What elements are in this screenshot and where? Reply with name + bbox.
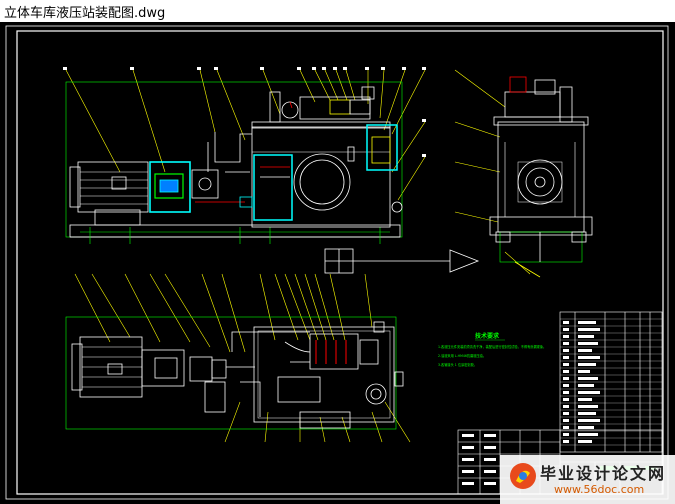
front-view <box>63 67 426 244</box>
note-line-1: 1.各液压元件安装前须清洗干净，装配后进行密封性试验，不得有渗漏现象。 <box>438 344 546 349</box>
parts-list <box>559 311 663 453</box>
projection-arrow <box>324 248 480 274</box>
watermark-logo-icon <box>510 463 536 489</box>
note-line-2: 2.油液采用 L-HM46抗磨液压油。 <box>438 353 486 358</box>
note-line-3: 3.各管接头 1 位涂密封胶。 <box>438 362 477 367</box>
cad-drawing: 技术要求 1.各液压元件安装前须清洗干净，装配后进行密封性试验，不得有渗漏现象。… <box>5 25 669 500</box>
watermark-text: 毕业设计论文网 <box>540 464 667 483</box>
technical-notes: 技术要求 1.各液压元件安装前须清洗干净，装配后进行密封性试验，不得有渗漏现象。… <box>438 332 546 367</box>
site-watermark: 毕业设计论文网 www.56doc.com <box>500 455 675 504</box>
window-title: 立体车库液压站装配图.dwg <box>4 6 166 21</box>
front-leaders <box>65 69 426 201</box>
front-balloons <box>63 67 426 157</box>
title-bar: 立体车库液压站装配图.dwg <box>0 0 675 23</box>
side-view <box>454 69 593 278</box>
watermark-url: www.56doc.com <box>554 483 645 496</box>
top-view <box>65 273 411 443</box>
drawing-canvas[interactable]: 技术要求 1.各液压元件安装前须清洗干净，装配后进行密封性试验，不得有渗漏现象。… <box>0 22 675 504</box>
notes-title: 技术要求 <box>475 332 500 340</box>
inner-frame <box>16 30 664 495</box>
outer-frame <box>5 25 669 500</box>
